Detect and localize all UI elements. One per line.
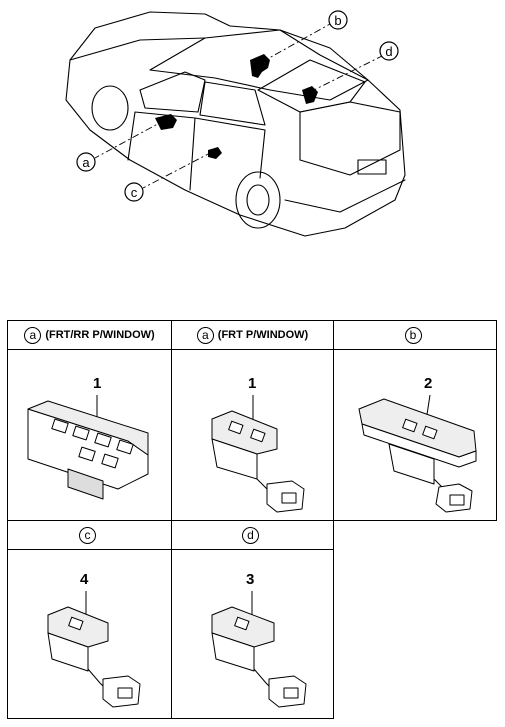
table-cell-b: b 2 xyxy=(333,320,497,521)
car-rear-door-window xyxy=(199,81,266,126)
cell-body: 3 xyxy=(172,549,333,718)
table-cell-d: d 3 xyxy=(171,520,334,719)
cell-header: a (FRT P/WINDOW) xyxy=(172,321,333,350)
cell-title: (FRT/RR P/WINDOW) xyxy=(45,329,155,341)
leader-line-d xyxy=(309,55,383,93)
front-window-switch-illustration xyxy=(211,395,305,513)
leader-line-b xyxy=(261,23,331,63)
part-number: 1 xyxy=(93,375,102,392)
car-illustration: b d a c xyxy=(65,10,406,237)
leader-line-a xyxy=(94,119,166,159)
car-roof xyxy=(149,29,369,101)
cell-body: 2 xyxy=(334,349,496,520)
svg-text:c: c xyxy=(131,185,138,200)
table-cell-frt-rr-window: a (FRT/RR P/WINDOW) 1 xyxy=(7,320,172,521)
car-trunk xyxy=(299,101,401,176)
rear-left-window-switch-illustration xyxy=(47,591,141,708)
table-cell-frt-window: a (FRT P/WINDOW) 1 xyxy=(171,320,334,521)
switch-location-c xyxy=(208,147,222,159)
cell-body: 1 xyxy=(172,349,333,520)
master-window-switch-illustration xyxy=(27,395,149,500)
car-rear-wheel xyxy=(235,171,281,229)
car-front-door-window xyxy=(139,71,206,113)
car-front-wheel xyxy=(91,85,129,131)
callout-d: d xyxy=(379,41,399,61)
cell-letter-circle: a xyxy=(24,326,42,344)
callout-c: c xyxy=(124,182,144,202)
cell-header: c xyxy=(8,521,171,550)
cell-letter-circle: c xyxy=(79,526,96,544)
svg-text:d: d xyxy=(385,44,392,59)
callout-b: b xyxy=(328,10,348,30)
callout-a: a xyxy=(76,152,96,172)
leader-line-c xyxy=(142,151,213,189)
part-number: 2 xyxy=(424,375,433,392)
cell-title: (FRT P/WINDOW) xyxy=(217,329,309,341)
car-body-outline xyxy=(65,11,406,237)
part-number: 1 xyxy=(248,375,257,392)
car-door-lines xyxy=(127,111,266,191)
cell-body: 4 xyxy=(8,549,171,718)
cell-letter-circle: a xyxy=(196,326,214,344)
table-cell-c: c 4 xyxy=(7,520,172,719)
switch-location-a xyxy=(155,114,177,130)
car-rear-window xyxy=(257,59,366,113)
svg-text:b: b xyxy=(334,13,341,28)
car-license-plate xyxy=(357,159,387,175)
cell-body: 1 xyxy=(8,349,171,520)
cell-header: b xyxy=(334,321,496,350)
svg-text:a: a xyxy=(82,155,90,170)
cell-header: d xyxy=(172,521,333,550)
switch-location-b xyxy=(250,54,270,78)
cell-letter-circle: b xyxy=(404,326,422,344)
rear-right-window-switch-illustration xyxy=(211,591,307,708)
cell-letter-circle: d xyxy=(242,526,259,544)
car-rear-bumper xyxy=(284,179,406,213)
passenger-window-switch-illustration xyxy=(358,394,477,513)
cell-header: a (FRT/RR P/WINDOW) xyxy=(8,321,171,350)
parts-table: a (FRT/RR P/WINDOW) 1 xyxy=(7,320,497,719)
part-number: 3 xyxy=(246,571,255,588)
car-hood xyxy=(69,37,206,61)
part-number: 4 xyxy=(80,571,89,588)
